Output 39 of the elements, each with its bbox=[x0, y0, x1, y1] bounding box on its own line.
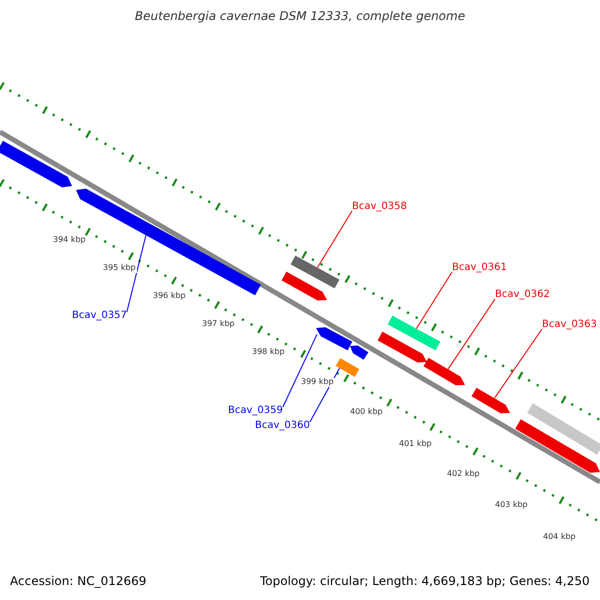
footer-text: Topology: circular; Length: 4,669,183 bp; Genes: 4,250 bbox=[260, 575, 590, 588]
gene-block bbox=[0, 140, 72, 188]
leader-line bbox=[282, 334, 318, 408]
gene-bar bbox=[527, 403, 600, 455]
title: Beutenbergia cavernae DSM 12333, complete genome bbox=[134, 10, 466, 24]
gene-label: Bcav_0358 bbox=[352, 201, 407, 212]
gene-label: Bcav_0362 bbox=[495, 289, 550, 300]
scale-label: 400 kbp bbox=[349, 408, 384, 417]
gene-block bbox=[350, 346, 368, 360]
gene-block bbox=[378, 332, 427, 362]
scale-label: 397 kbp bbox=[201, 320, 236, 329]
gene-bar bbox=[388, 316, 440, 350]
gene-block bbox=[316, 327, 352, 350]
gene-bar bbox=[336, 358, 360, 377]
gene-block bbox=[472, 388, 510, 414]
gene-block bbox=[282, 272, 327, 300]
gene-label: Bcav_0363 bbox=[542, 319, 597, 330]
leader-line bbox=[126, 234, 146, 312]
gene-block bbox=[424, 358, 465, 386]
scale-label: 394 kbp bbox=[52, 236, 87, 245]
scale-label: 396 kbp bbox=[152, 292, 187, 301]
gene-block bbox=[515, 419, 600, 473]
scale-label: 398 kbp bbox=[251, 348, 286, 357]
leader-line bbox=[448, 298, 496, 370]
footer-text: Accession: NC_012669 bbox=[10, 575, 146, 588]
gene-label: Bcav_0361 bbox=[452, 262, 507, 273]
scale-label: 404 kbp bbox=[542, 533, 577, 542]
leader-line bbox=[416, 272, 452, 330]
gene-label: Bcav_0360 bbox=[255, 420, 310, 431]
leader-line bbox=[494, 328, 542, 399]
scale-label: 395 kbp bbox=[102, 264, 137, 273]
gene-label: Bcav_0359 bbox=[228, 405, 283, 416]
scale-label: 401 kbp bbox=[398, 440, 433, 449]
leader-line bbox=[316, 210, 352, 268]
scale-label: 399 kbp bbox=[300, 378, 335, 387]
gene-label: Bcav_0357 bbox=[72, 310, 127, 321]
gene-bar bbox=[290, 256, 340, 288]
scale-label: 403 kbp bbox=[494, 501, 529, 510]
scale-label: 402 kbp bbox=[446, 470, 481, 479]
